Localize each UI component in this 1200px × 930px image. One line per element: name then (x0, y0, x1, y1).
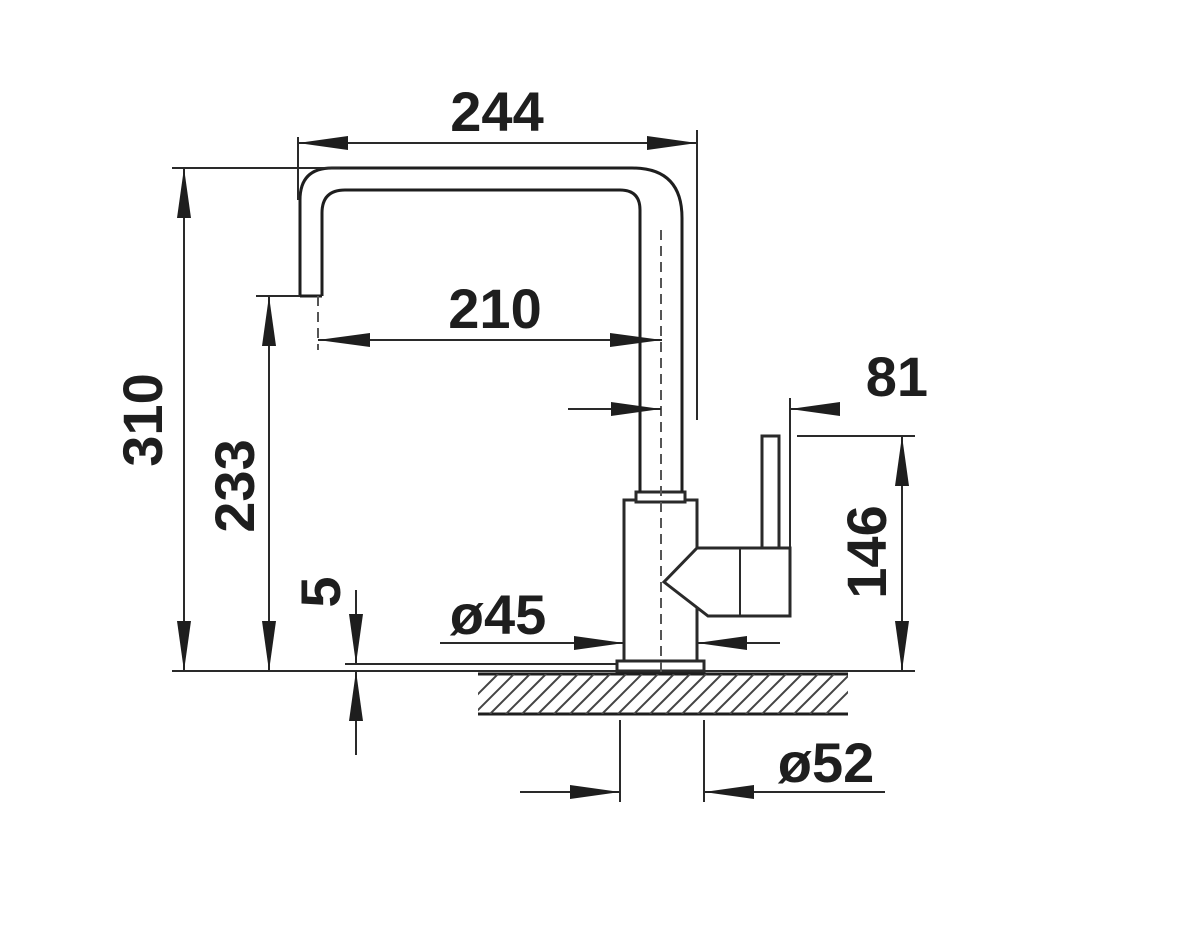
dim-max-counter-label: 5 (289, 576, 352, 607)
dim-handle-offset: 81 (568, 345, 928, 550)
dim-base-diameter-label: ø45 (450, 583, 547, 646)
dim-handle-height: 146 (797, 435, 915, 671)
dim-width-top: 244 (297, 80, 698, 420)
dim-reach-label: 210 (448, 277, 541, 340)
countertop-hatching (478, 674, 848, 714)
dim-spout-height-label: 233 (203, 439, 266, 532)
dim-total-height-label: 310 (111, 373, 174, 466)
dim-handle-offset-label: 81 (866, 345, 928, 408)
dim-reach: 210 (318, 277, 662, 347)
faucet (298, 166, 792, 673)
dim-base-diameter: ø45 (440, 583, 780, 650)
dim-spout-height: 233 (203, 295, 300, 671)
spout-tube (298, 166, 684, 492)
dim-total-height: 310 (111, 167, 340, 671)
dim-handle-height-label: 146 (835, 505, 898, 598)
countertop (478, 672, 848, 716)
dim-width-top-label: 244 (450, 80, 543, 143)
dim-max-counter: 5 (289, 576, 363, 755)
dim-hole-diameter: ø52 (520, 720, 885, 802)
handle-lever (760, 434, 781, 552)
dim-hole-diameter-label: ø52 (778, 731, 875, 794)
